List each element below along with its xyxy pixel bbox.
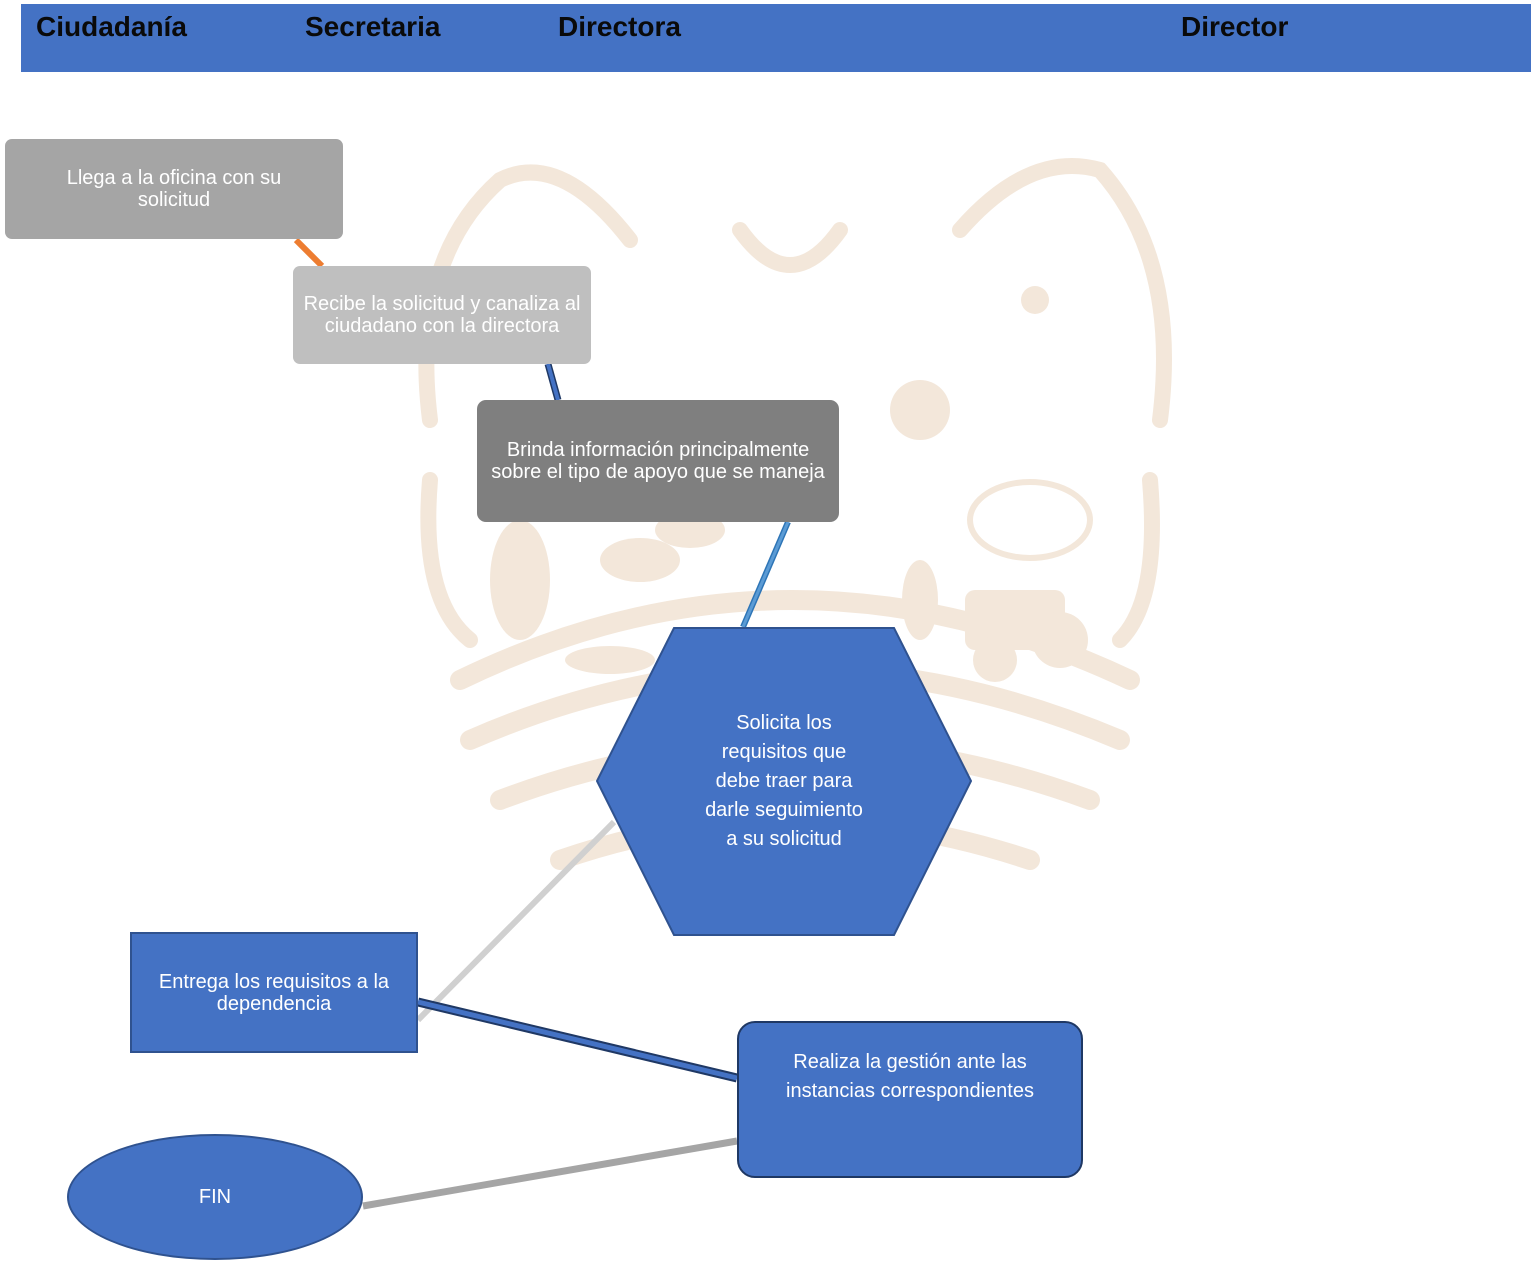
watermark-egg — [967, 479, 1093, 561]
lanes-header: Ciudadanía Secretaria Directora Director — [21, 4, 1531, 72]
step-llega-text: Llega a la oficina con su solicitud — [66, 167, 282, 211]
connector-llega-recibe — [293, 237, 325, 269]
watermark-bread-1 — [600, 538, 680, 582]
watermark-right-arc — [1112, 472, 1160, 648]
step-realiza-text: Realiza la gestión ante las instancias c… — [786, 1051, 1034, 1102]
step-realiza-box: Realiza la gestión ante las instancias c… — [737, 1021, 1083, 1178]
step-solicita-hexagon: Solicita los requisitos que debe traer p… — [596, 627, 972, 936]
hexagon-shape — [596, 627, 972, 936]
connector-solicita-entrega — [415, 819, 617, 1023]
watermark-hat — [565, 646, 655, 674]
end-text: FIN — [198, 1186, 232, 1208]
watermark-cow — [490, 520, 550, 640]
step-llega-box: Llega a la oficina con su solicitud — [5, 139, 343, 239]
watermark-head — [890, 380, 950, 440]
end-ellipse: FIN — [67, 1134, 363, 1260]
watermark-top-curve — [732, 222, 848, 273]
step-entrega-box: Entrega los requisitos a la dependencia — [130, 932, 418, 1053]
watermark-wheel-1 — [973, 638, 1017, 682]
watermark-left-arc — [420, 472, 478, 648]
watermark-right-leaf — [952, 158, 1172, 428]
connector-recibe-brinda — [546, 363, 560, 401]
lane-title-secretaria: Secretaria — [305, 11, 441, 42]
watermark-field-1 — [450, 590, 1140, 690]
connector-realiza-fin — [362, 1137, 738, 1210]
lane-title-directora: Directora — [558, 11, 681, 42]
step-recibe-box: Recibe la solicitud y canaliza al ciudad… — [293, 266, 591, 364]
connector-brinda-solicita — [741, 521, 790, 628]
connector-entrega-realiza — [417, 999, 738, 1081]
step-brinda-text: Brinda información principalmente sobre … — [491, 439, 825, 483]
step-entrega-text: Entrega los requisitos a la dependencia — [158, 970, 390, 1015]
step-recibe-text: Recibe la solicitud y canaliza al ciudad… — [303, 293, 581, 337]
step-solicita-text: Solicita los requisitos que debe traer p… — [705, 712, 863, 850]
lane-title-director: Director — [1181, 11, 1289, 42]
step-brinda-box: Brinda información principalmente sobre … — [477, 400, 839, 522]
watermark-dot-right — [1021, 286, 1049, 314]
lane-title-ciudadania: Ciudadanía — [36, 11, 187, 42]
